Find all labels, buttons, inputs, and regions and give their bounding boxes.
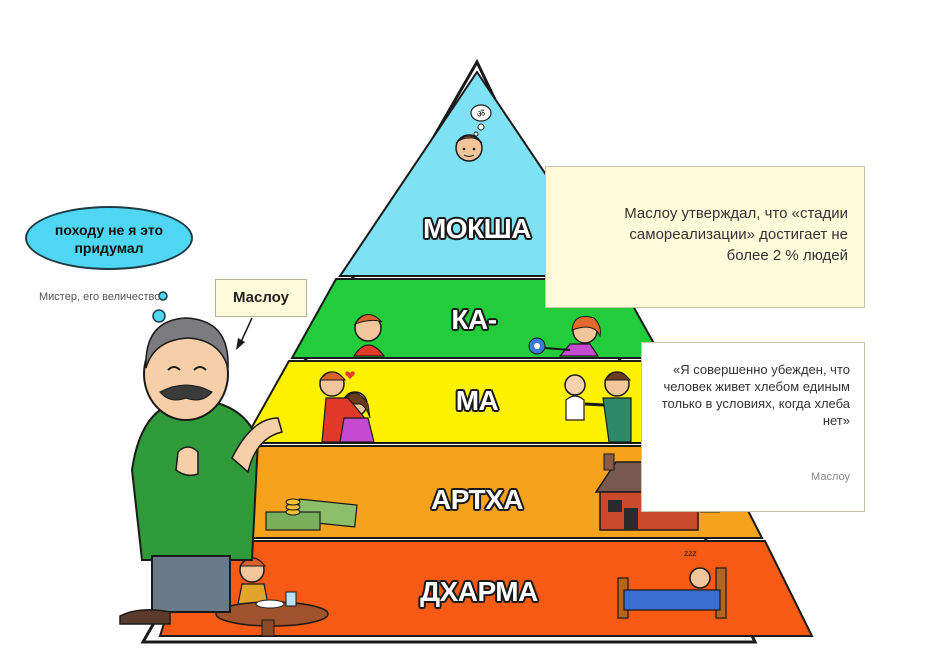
maslow-cartoon-icon — [119, 317, 283, 625]
callout-quote-text: «Я совершенно убежден, что человек живет… — [661, 362, 850, 428]
hugging-couple-icon — [318, 371, 375, 443]
name-tag: Маслоу — [215, 279, 307, 317]
svg-text:zzz: zzz — [684, 549, 697, 558]
tier-label-dharma: ДХАРМА — [420, 576, 538, 607]
caption: Мистер, его величество — [39, 291, 161, 303]
callout-quote-author: Маслоу — [811, 471, 850, 483]
callout-top: Маслоу утверждал, что «стадии самореализ… — [545, 166, 865, 308]
thinking-man-icon: ॐ — [455, 104, 492, 162]
callout-top-text: Маслоу утверждал, что «стадии самореализ… — [624, 205, 848, 264]
boy-icon — [352, 314, 386, 357]
girl-with-flower-icon — [528, 316, 601, 357]
eating-boy-icon — [215, 557, 329, 637]
tier-label-moksha: МОКША — [422, 213, 532, 244]
speech-bubble-text: походу не я это придумал — [54, 222, 164, 256]
sleeping-man-icon: zzz — [617, 549, 727, 619]
callout-quote: «Я совершенно убежден, что человек живет… — [641, 342, 865, 512]
svg-text:ॐ: ॐ — [477, 109, 485, 120]
father-and-baby-icon — [564, 371, 632, 443]
tier-label-ka: КА- — [451, 304, 497, 335]
tier-label-artha: АРТХА — [430, 484, 524, 515]
money-icon — [265, 498, 358, 531]
tier-label-ma: МА — [455, 385, 499, 416]
speech-bubble: походу не я это придумал — [25, 206, 193, 270]
